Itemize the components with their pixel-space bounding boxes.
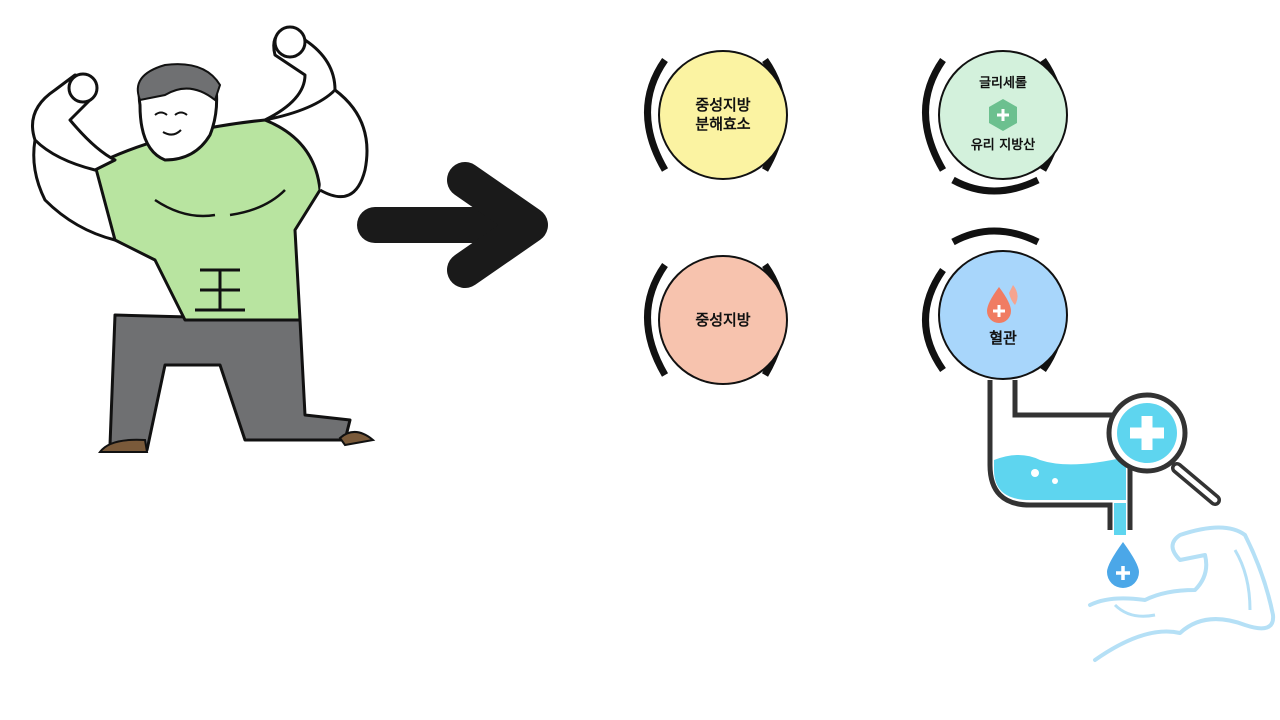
right-arrow-icon: [357, 162, 548, 288]
pipe-with-blue-liquid-icon: [987, 380, 1133, 535]
glycerol-label: 글리세롤: [979, 75, 1027, 91]
vessel-node: 혈관: [938, 250, 1068, 380]
triglyceride-node: 중성지방: [658, 255, 788, 385]
enzyme-label-line1: 중성지방: [695, 96, 751, 115]
triglyceride-label: 중성지방: [695, 310, 751, 329]
magnifier-medical-cross-icon: [1106, 392, 1221, 506]
water-drop-plus-icon: [1107, 542, 1139, 588]
flexing-man-illustration: [31, 25, 376, 453]
glycerol-node: 글리세롤 유리 지방산: [938, 50, 1068, 180]
enzyme-node: 중성지방 분해효소: [658, 50, 788, 180]
free-fatty-acid-label: 유리 지방산: [970, 138, 1036, 153]
enzyme-label-line2: 분해효소: [695, 115, 751, 133]
blood-drop-icon: [987, 284, 1018, 323]
vessel-label: 혈관: [989, 328, 1017, 347]
flexed-arm-outline-icon: [1088, 525, 1276, 662]
hexagon-plus-icon: [989, 99, 1017, 131]
